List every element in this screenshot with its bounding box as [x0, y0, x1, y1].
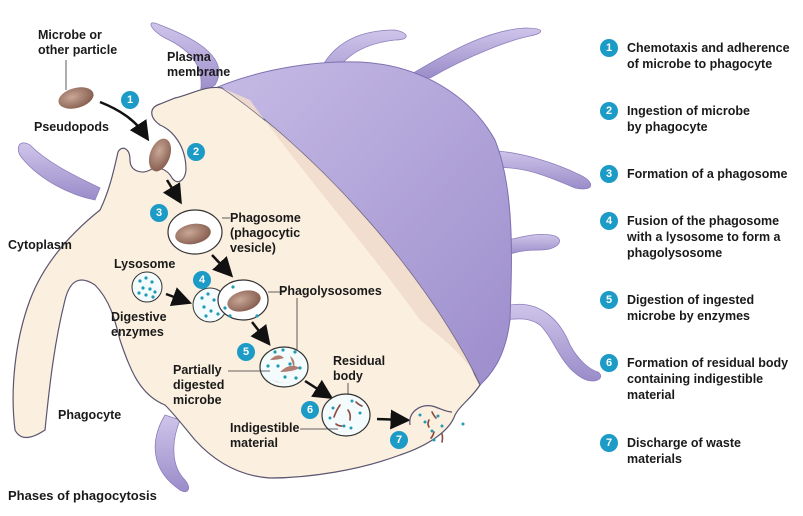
step-badge: 1 — [600, 39, 618, 57]
discharged-waste — [418, 411, 465, 443]
diagram-badge-3: 3 — [150, 204, 168, 222]
step-text: Digestion of ingested microbe by enzymes — [627, 293, 755, 323]
residual-body — [321, 393, 371, 437]
step-text: Formation of a phagosome — [627, 167, 788, 181]
pseudopod-right-2 — [507, 233, 560, 256]
step-text: Fusion of the phagosome with a lysosome … — [627, 214, 781, 260]
label-residual-body: Residual body — [333, 354, 386, 383]
arrow-lysosome — [165, 287, 193, 307]
step-text: Chemotaxis and adherence of microbe to p… — [627, 41, 790, 71]
label-digestive-enzymes: Digestive enzymes — [111, 310, 167, 339]
step-item: 7 Discharge of waste materials — [600, 434, 741, 467]
label-phagosome: Phagosome (phagocytic vesicle) — [230, 211, 301, 255]
arrow-2 — [162, 179, 182, 205]
step-badge: 4 — [600, 212, 618, 230]
diagram-badge-6: 6 — [301, 401, 319, 419]
cytoplasm-shadow — [222, 88, 480, 385]
arrow-4 — [250, 321, 271, 346]
digestion-enzymes — [266, 348, 302, 380]
step-badge: 7 — [600, 434, 618, 452]
step-item: 2 Ingestion of microbe by phagocyte — [600, 102, 750, 135]
lysosome-enzymes — [137, 276, 157, 299]
arrow-3 — [211, 254, 234, 278]
free-microbe — [58, 87, 94, 109]
diagram-badge-2: 2 — [187, 143, 205, 161]
label-phagocyte: Phagocyte — [58, 408, 122, 422]
pseudopod-right-1 — [479, 149, 592, 190]
phagosome-microbe — [175, 223, 211, 245]
arrow-5 — [304, 379, 334, 400]
discharge-opening — [409, 405, 453, 426]
step-item: 6 Formation of residual body containing … — [600, 354, 789, 403]
pseudopod-left — [17, 142, 101, 201]
step-badge: 2 — [600, 102, 618, 120]
pseudopod-top-2 — [408, 27, 542, 79]
fusing-microbe — [227, 290, 261, 312]
step-badge: 6 — [600, 354, 618, 372]
label-pseudopods: Pseudopods — [34, 120, 110, 134]
pseudopod-right-3 — [504, 303, 602, 382]
residual-enzymes — [328, 399, 362, 430]
cell-projections — [17, 22, 602, 493]
label-cytoplasm: Cytoplasm — [8, 238, 72, 252]
pseudopod-bottom — [154, 414, 190, 493]
step-item: 5 Digestion of ingested microbe by enzym… — [600, 291, 755, 324]
fusion-enzymes — [200, 285, 259, 318]
step-badge: 5 — [600, 291, 618, 309]
arrow-6 — [376, 409, 411, 430]
engulfed-microbe — [148, 138, 172, 172]
diagram-badge-5: 5 — [237, 343, 255, 361]
label-microbe: Microbe or other particle — [38, 28, 118, 57]
figure-caption: Phases of phagocytosis — [8, 488, 157, 503]
lysosome — [131, 271, 163, 303]
label-plasma-membrane: Plasma membrane — [167, 50, 231, 79]
pseudopod-top-left — [150, 22, 220, 96]
step-item: 1 Chemotaxis and adherence of microbe to… — [600, 39, 790, 72]
step-text: Formation of residual body containing in… — [627, 356, 789, 402]
label-lysosome: Lysosome — [114, 257, 176, 271]
diagram-badge-7: 7 — [390, 431, 408, 449]
diagram-badge-4: 4 — [193, 271, 211, 289]
label-partially-digested: Partially digested microbe — [173, 363, 225, 407]
indigestible-fragments — [333, 401, 363, 427]
microbe-fragments — [266, 355, 300, 383]
step-item: 4 Fusion of the phagosome with a lysosom… — [600, 212, 781, 261]
label-phagolysosomes: Phagolysosomes — [279, 284, 382, 298]
step-text: Discharge of waste materials — [627, 436, 741, 466]
step-text: Ingestion of microbe by phagocyte — [627, 104, 750, 134]
arrow-1 — [99, 100, 150, 142]
label-indigestible: Indigestible material — [230, 421, 300, 450]
diagram-badge-1: 1 — [121, 91, 139, 109]
step-item: 3 Formation of a phagosome — [600, 165, 788, 183]
step-badge: 3 — [600, 165, 618, 183]
